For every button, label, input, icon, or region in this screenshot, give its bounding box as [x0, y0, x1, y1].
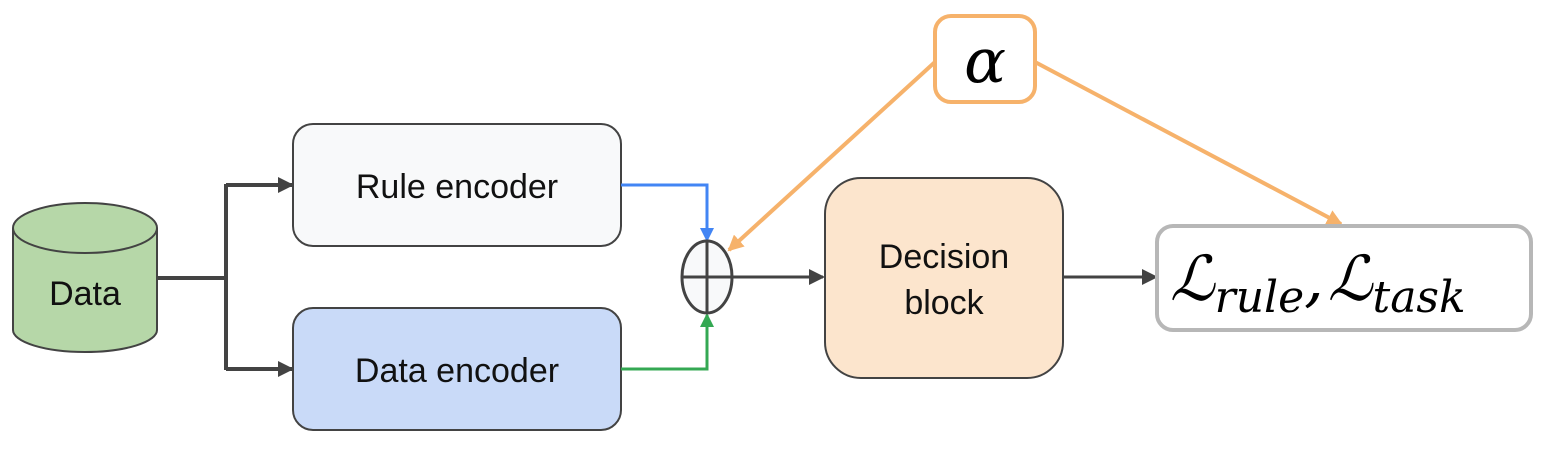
loss-task-subscript: task — [1373, 272, 1466, 323]
rule-encoder-label: Rule encoder — [356, 168, 558, 206]
decision-block-label-line2: block — [904, 284, 984, 322]
rule-encoder-node: Rule encoder — [292, 123, 622, 247]
alpha-node: α — [933, 14, 1037, 104]
combiner-node — [680, 239, 734, 315]
decision-block-label-line1: Decision — [879, 238, 1009, 276]
data-to-combiner-arrow — [621, 313, 714, 371]
data-encoder-node: Data encoder — [292, 307, 622, 431]
data-source-node: Data — [12, 202, 158, 353]
data-encoder-label: Data encoder — [355, 352, 559, 390]
loss-rule-subscript: rule — [1215, 272, 1304, 323]
data-label: Data — [49, 275, 121, 313]
loss-expression: ℒrule,ℒtask — [1170, 242, 1466, 323]
data-split-connector — [157, 177, 294, 377]
decision-block-node: Decision block — [824, 177, 1064, 379]
alpha-symbol: α — [964, 24, 1006, 97]
loss-task-symbol: ℒ — [1328, 242, 1374, 315]
loss-rule-symbol: ℒ — [1170, 242, 1216, 315]
rule-to-combiner-arrow — [621, 183, 714, 242]
loss-node: ℒrule,ℒtask — [1155, 224, 1533, 332]
alpha-to-loss-arrow — [1034, 60, 1343, 226]
alpha-to-combiner-arrow — [727, 60, 937, 252]
loss-separator: , — [1304, 242, 1324, 315]
